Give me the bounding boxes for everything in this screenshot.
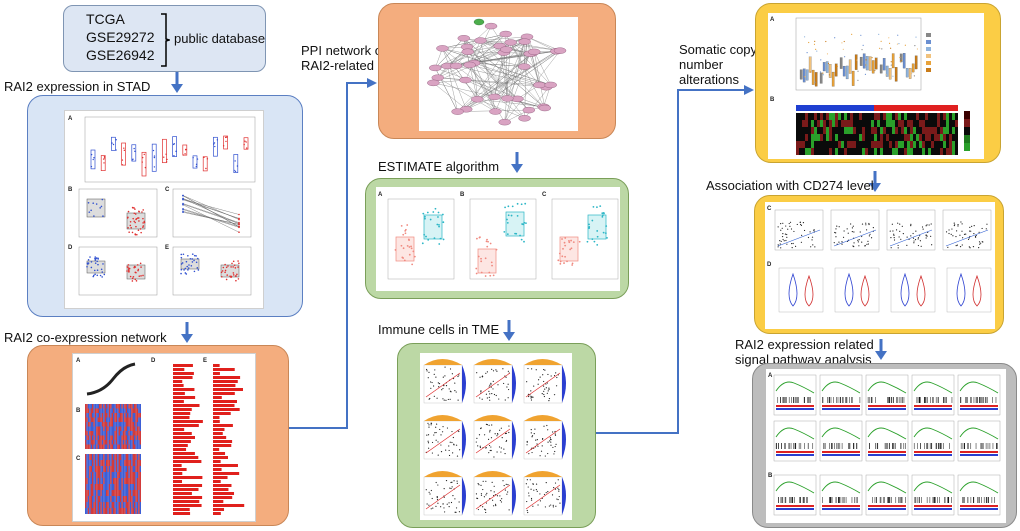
- source-gse29272: GSE29272: [86, 29, 155, 45]
- svg-text:D: D: [767, 262, 772, 268]
- coexpression-heatmap: A D E B C: [76, 358, 245, 515]
- arrow-down-icon: [503, 320, 515, 341]
- public-database-label: public database: [174, 31, 266, 46]
- svg-text:B: B: [770, 97, 775, 103]
- source-tcga: TCGA: [86, 11, 125, 27]
- arrow-down-icon: [869, 171, 881, 192]
- source-box: TCGA GSE29272 GSE26942 public database: [63, 5, 266, 72]
- svg-text:E: E: [203, 358, 207, 364]
- brace-icon: [161, 13, 170, 67]
- rai2-expression-figure: A B C D E: [64, 110, 264, 309]
- boxplot-figure: A B C D E: [68, 116, 256, 296]
- connector-arrow-icon: [289, 78, 377, 429]
- immune-scatter-grid: [423, 359, 566, 516]
- svg-text:C: C: [165, 187, 170, 193]
- estimate-boxplots: A B C: [378, 192, 619, 280]
- arrow-down-icon: [511, 152, 523, 173]
- coexpression-label: RAI2 co-expression network: [4, 330, 167, 345]
- immune-figure: [420, 353, 572, 520]
- ppi-label-1: PPI network of: [301, 43, 386, 58]
- svg-text:D: D: [68, 245, 73, 251]
- cd274-plots: CD: [767, 206, 992, 313]
- estimate-label: ESTIMATE algorithm: [378, 159, 500, 174]
- svg-text:A: A: [68, 116, 73, 122]
- connector-arrow-icon: [596, 85, 754, 434]
- ppi-box: [378, 3, 616, 139]
- svg-text:A: A: [378, 192, 383, 198]
- svg-text:B: B: [768, 473, 773, 479]
- immune-box: [397, 343, 596, 528]
- svg-text:C: C: [542, 192, 547, 198]
- network-graph: [427, 18, 567, 126]
- source-gse26942: GSE26942: [86, 47, 155, 63]
- ppi-network-figure: [419, 17, 578, 131]
- scna-label-3: alterations: [679, 72, 739, 87]
- scna-label-1: Somatic copy: [679, 42, 758, 57]
- estimate-figure: A B C: [376, 187, 620, 291]
- svg-text:A: A: [768, 373, 773, 379]
- svg-text:C: C: [76, 456, 81, 462]
- scna-label-2: number: [679, 57, 724, 72]
- svg-text:B: B: [76, 408, 81, 414]
- arrow-down-icon: [181, 322, 193, 343]
- rai2-expression-label: RAI2 expression in STAD: [4, 79, 151, 94]
- estimate-box: A B C: [365, 178, 629, 299]
- cd274-label: Association with CD274 level: [706, 178, 874, 193]
- gsea-plots: AB: [768, 373, 1001, 516]
- svg-text:B: B: [460, 192, 465, 198]
- svg-text:D: D: [151, 358, 156, 364]
- rai2-expression-box: A B C D E: [27, 95, 303, 317]
- scna-plots: AB: [770, 17, 970, 155]
- svg-text:A: A: [76, 358, 81, 364]
- immune-label: Immune cells in TME: [378, 322, 500, 337]
- coexpression-box: A D E B C: [27, 345, 289, 526]
- svg-text:E: E: [165, 245, 169, 251]
- svg-text:A: A: [770, 17, 775, 23]
- svg-text:B: B: [68, 187, 73, 193]
- pathway-label-1: RAI2 expression related: [735, 337, 874, 352]
- svg-text:C: C: [767, 206, 772, 212]
- coexpression-figure: A D E B C: [72, 353, 256, 522]
- arrow-down-icon: [171, 72, 183, 93]
- arrow-down-icon: [875, 339, 887, 360]
